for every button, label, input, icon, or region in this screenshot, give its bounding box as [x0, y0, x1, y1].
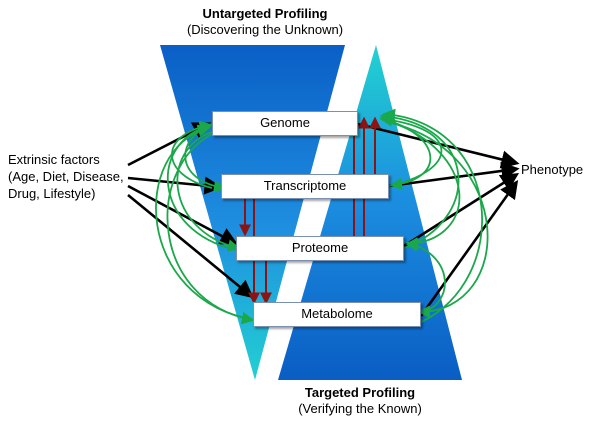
metabolome-box: Metabolome: [253, 302, 421, 327]
extrinsic-line-2: (Age, Diet, Disease,: [8, 169, 124, 184]
targeted-heading: Targeted Profiling (Verifying the Known): [255, 385, 465, 417]
phenotype-label: Phenotype: [521, 162, 584, 177]
targeted-subtitle: (Verifying the Known): [298, 401, 422, 416]
transcriptome-box: Transcriptome: [221, 174, 389, 199]
extrinsic-factors-label: Extrinsic factors (Age, Diet, Disease, D…: [8, 151, 148, 202]
targeted-title: Targeted Profiling: [304, 385, 416, 400]
untargeted-subtitle: (Discovering the Unknown): [186, 22, 344, 37]
green-arrows-left: [155, 120, 256, 325]
extrinsic-line-1: Extrinsic factors: [8, 152, 100, 167]
green-arrows-right: [379, 108, 489, 323]
genome-box: Genome: [212, 111, 358, 136]
targeted-funnel: [278, 45, 462, 380]
untargeted-title: Untargeted Profiling: [202, 6, 328, 21]
untargeted-heading: Untargeted Profiling (Discovering the Un…: [150, 6, 380, 38]
extrinsic-line-3: Drug, Lifestyle): [8, 186, 96, 201]
proteome-box: Proteome: [236, 236, 404, 261]
